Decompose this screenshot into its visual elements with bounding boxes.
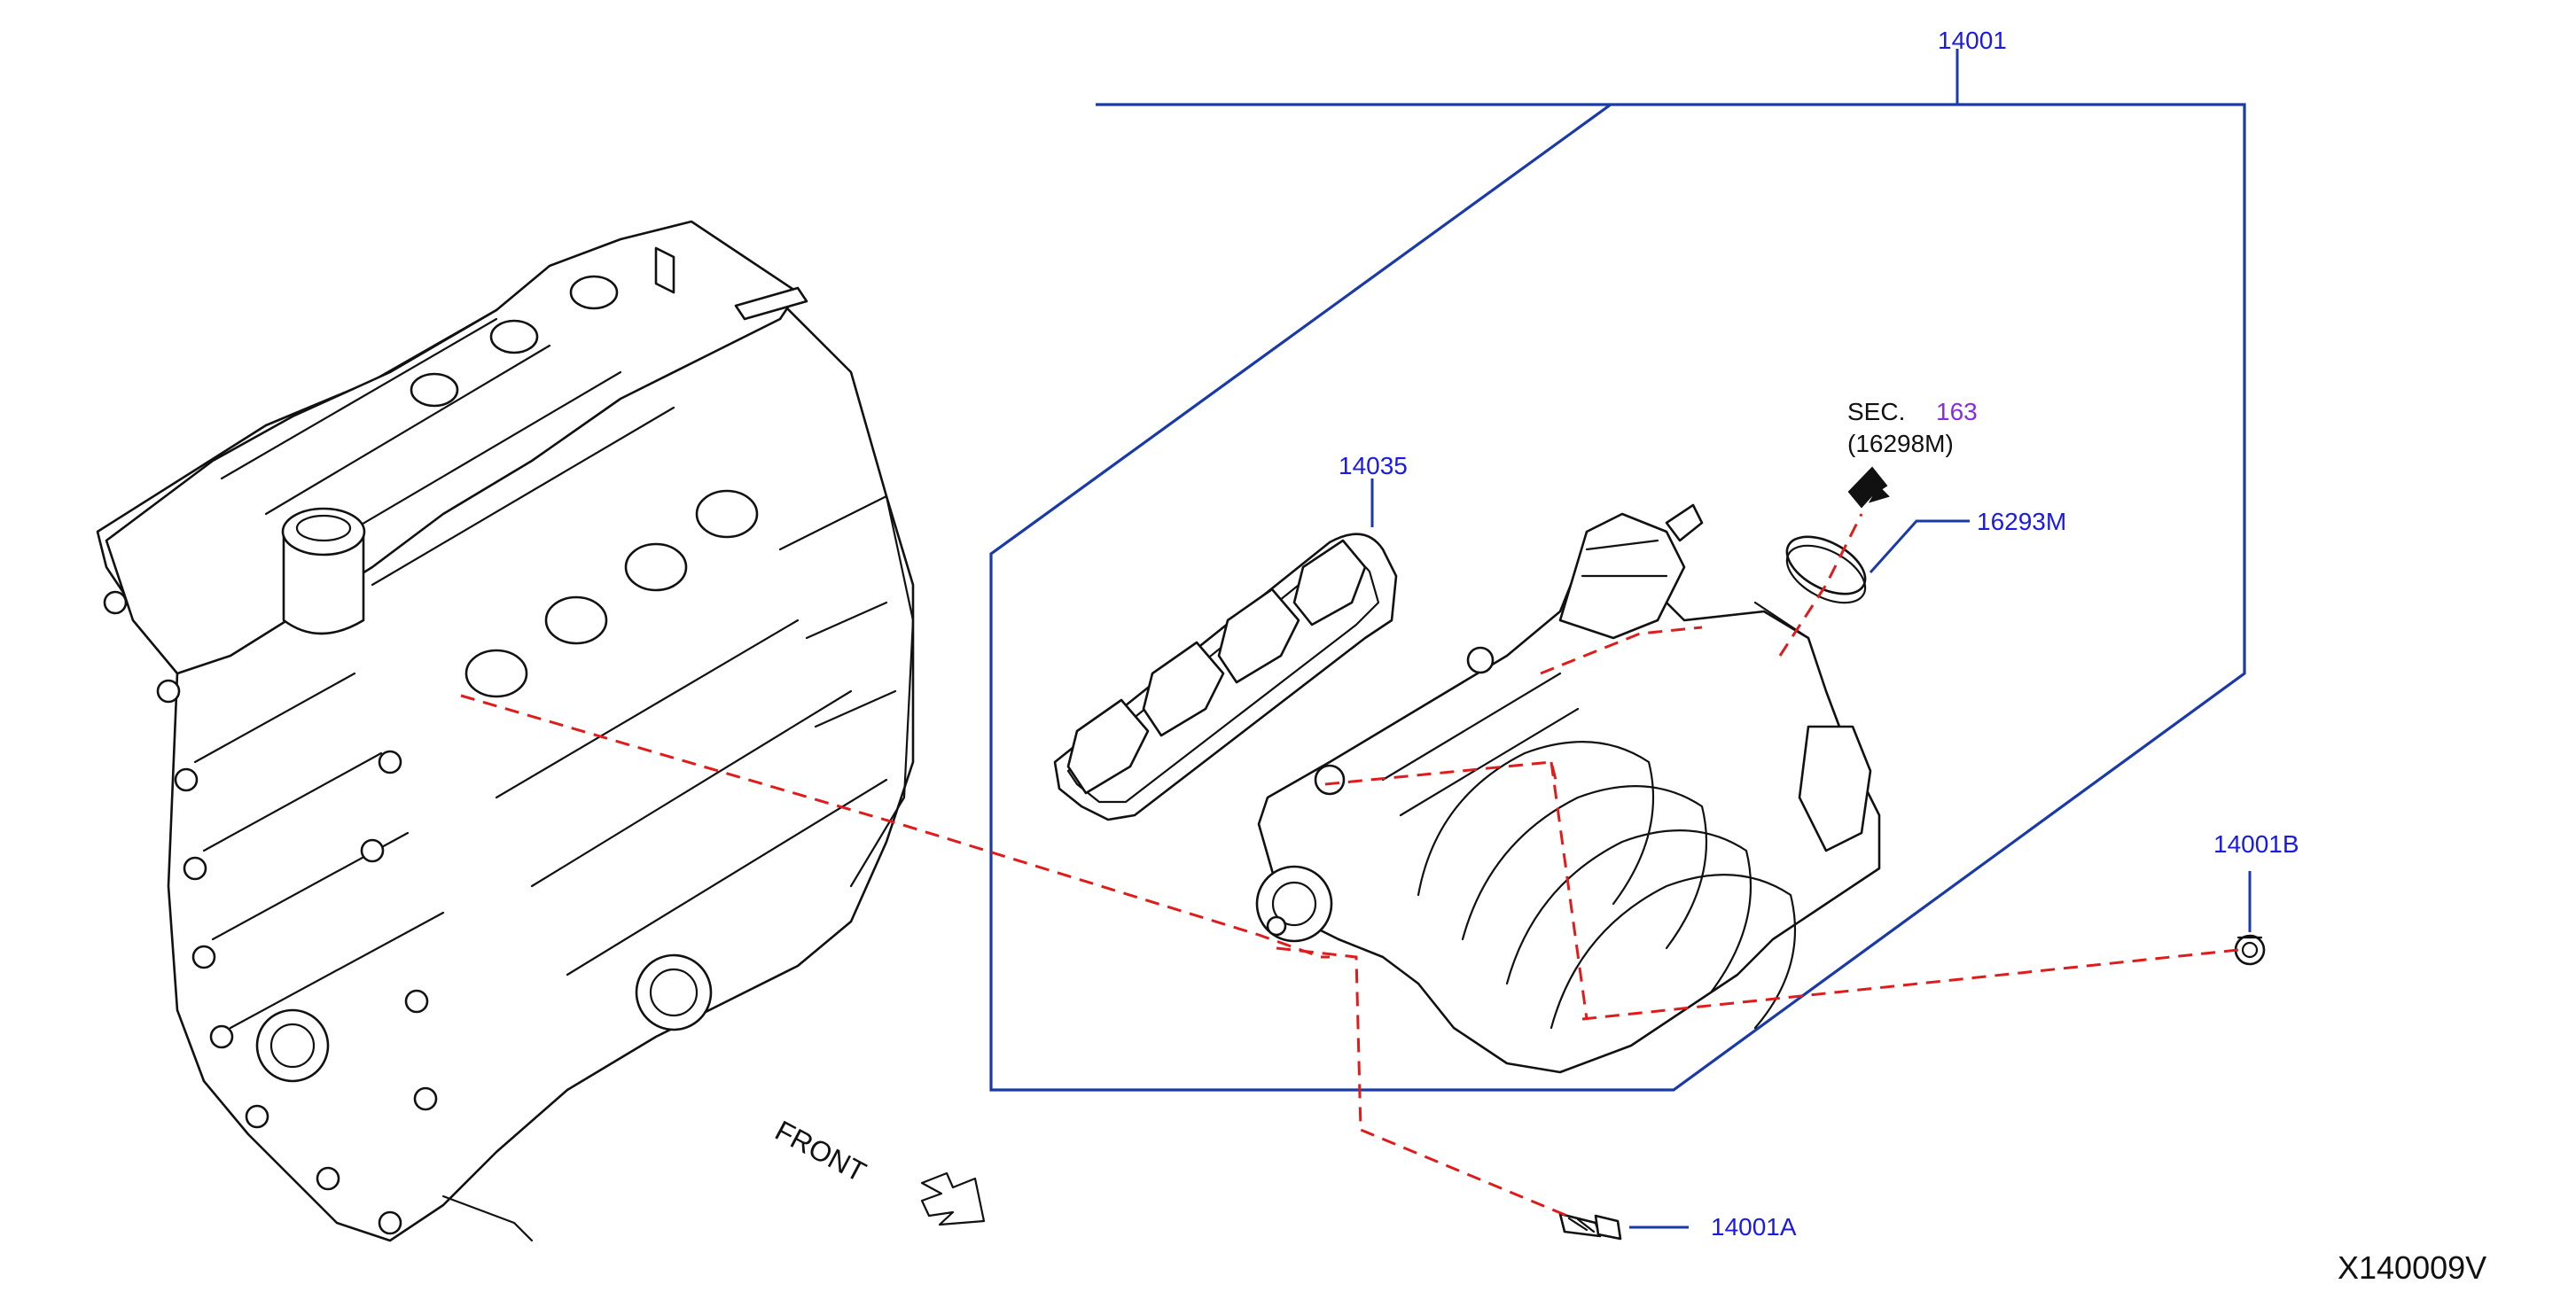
section-part: (16298M)	[1847, 430, 1954, 457]
callout-14035[interactable]: 14035	[1339, 452, 1408, 479]
callout-14001a[interactable]: 14001A	[1711, 1213, 1797, 1241]
bolt-illustration	[1558, 1212, 1622, 1241]
callout-16293m[interactable]: 16293M	[1977, 508, 2066, 535]
illustration-code: X140009V	[2338, 1249, 2486, 1286]
engine-illustration	[96, 220, 915, 1242]
dashed-reference-lines	[460, 513, 2239, 1220]
front-label: FRONT	[770, 1114, 871, 1188]
nut-illustration	[2234, 934, 2266, 966]
seal-leader	[1869, 519, 1970, 574]
section-prefix: SEC.	[1847, 398, 1905, 425]
section-number-link[interactable]: 163	[1936, 398, 1978, 425]
assembly-frame	[989, 103, 2246, 1092]
manifold-illustration	[1255, 503, 1881, 1074]
callout-14001[interactable]: 14001	[1938, 27, 2007, 54]
section-arrow-icon	[1847, 466, 1890, 509]
callout-14001b[interactable]: 14001B	[2213, 830, 2299, 858]
seal-illustration	[1785, 535, 1867, 604]
front-arrow-icon	[920, 1171, 986, 1226]
gasket-illustration	[1053, 533, 1398, 821]
front-indicator: FRONT	[770, 1114, 986, 1226]
